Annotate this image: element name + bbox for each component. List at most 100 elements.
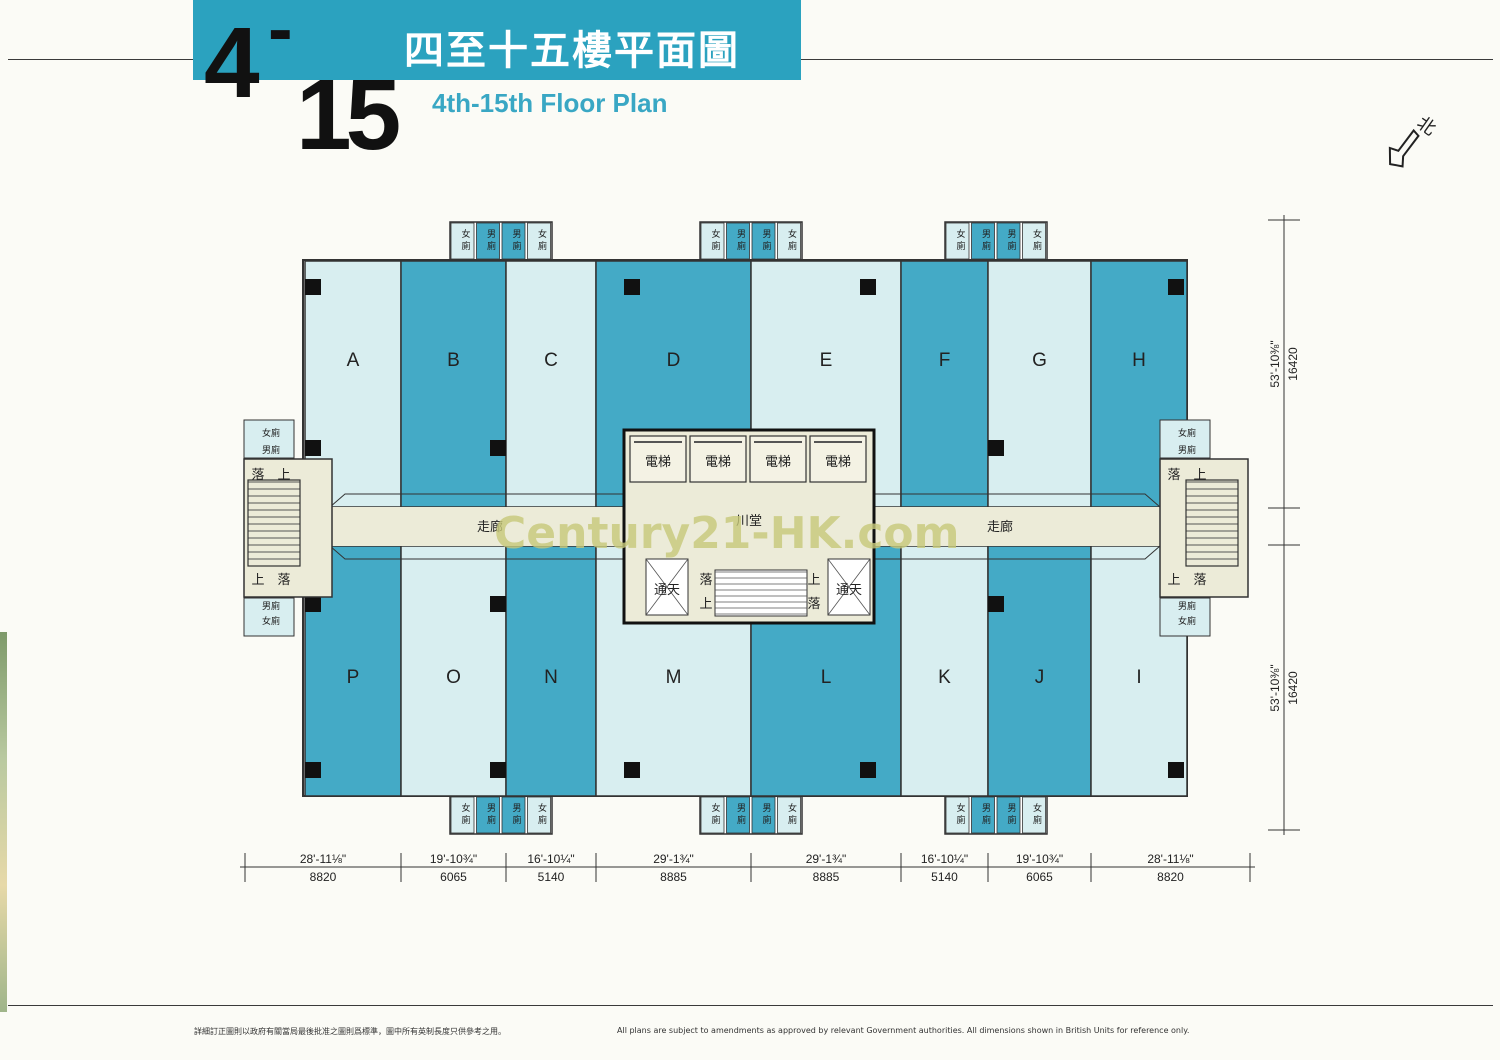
core-stair-down-label: 落 — [807, 597, 820, 612]
dimension-metric: 6065 — [1026, 870, 1053, 884]
side-toilet-upper-left — [243, 419, 295, 459]
toilet-label: 廁 — [956, 240, 965, 252]
light-well-cross — [827, 558, 871, 616]
dimension-imperial: 29'-1¾" — [806, 852, 847, 866]
dimension-metric: 8820 — [310, 870, 337, 884]
lift-label: 電梯 — [765, 455, 791, 470]
toilet-label: 女 — [956, 228, 965, 240]
north-arrow-icon — [1388, 128, 1420, 168]
lift-label: 電梯 — [825, 455, 851, 470]
lift-car — [689, 435, 747, 483]
unit-label-d: D — [667, 350, 681, 371]
toilet-label: 男 — [762, 803, 771, 814]
dimension-metric: 16420 — [1286, 347, 1300, 381]
side-toilet-male-label: 男廁 — [262, 600, 280, 612]
toilet-stall — [450, 222, 475, 260]
structural-column — [624, 762, 640, 778]
toilet-label: 廁 — [512, 240, 521, 252]
light-well-cross — [645, 558, 689, 616]
light-well-label: 通天 — [836, 583, 862, 598]
side-toilet-lower-right — [1159, 597, 1211, 637]
unit-label-e: E — [820, 350, 833, 371]
toilet-label: 男 — [737, 803, 746, 814]
header-rule-right — [801, 59, 1493, 60]
stair-down-label: 落 — [251, 468, 264, 483]
toilet-stall — [1022, 222, 1046, 260]
toilet-stall — [971, 796, 995, 834]
dimension-metric: 5140 — [538, 870, 565, 884]
toilet-stall — [996, 222, 1021, 260]
dimension-metric: 8885 — [813, 870, 840, 884]
toilet-label: 廁 — [982, 814, 991, 826]
toilet-label: 廁 — [737, 814, 746, 826]
side-toilet-male-label: 男廁 — [262, 444, 280, 456]
toilet-label: 廁 — [762, 240, 771, 252]
stair-frame — [247, 479, 301, 567]
lift-car — [629, 435, 687, 483]
units: APBOCNDMELFKGJHI走廊走廊落上上落女廁男廁男廁女廁落上上落女廁男廁… — [243, 259, 1249, 797]
toilet-label: 廁 — [538, 814, 547, 826]
toilet-label: 男 — [1007, 229, 1016, 240]
side-toilet-female-label: 女廁 — [262, 427, 280, 439]
toilet-stall — [726, 222, 750, 260]
toilet-label: 女 — [956, 802, 965, 814]
toilet-stall — [777, 222, 801, 260]
dimension-metric: 8885 — [660, 870, 687, 884]
unit-label-c: C — [544, 350, 558, 371]
unit-label-p: P — [347, 667, 360, 688]
structural-column — [860, 762, 876, 778]
lift-label: 電梯 — [645, 455, 671, 470]
lobby-label: 川堂 — [736, 514, 762, 529]
unit-label-o: O — [446, 667, 461, 688]
side-toilet-male-label: 男廁 — [1178, 444, 1196, 456]
toilet-label: 廁 — [487, 814, 496, 826]
footer-rule — [8, 1005, 1493, 1006]
dimension-imperial: 29'-1¾" — [653, 852, 694, 866]
toilet-label: 廁 — [461, 814, 470, 826]
toilet-label: 男 — [487, 229, 496, 240]
toilet-label: 女 — [461, 802, 470, 814]
toilet-stall — [527, 222, 551, 260]
corridor-label-right: 走廊 — [987, 519, 1013, 535]
toilet-label: 男 — [982, 803, 991, 814]
toilet-label: 廁 — [461, 240, 470, 252]
dimension-imperial: 28'-11⅛" — [1147, 852, 1193, 866]
floor-plan: 女廁男廁男廁女廁女廁男廁男廁女廁女廁男廁男廁女廁女廁男廁男廁女廁女廁男廁男廁女廁… — [240, 215, 1300, 884]
core-stair-up-label: 上 — [699, 597, 712, 612]
toilet-stall — [996, 796, 1021, 834]
dimension-imperial: 53'-10⅜" — [1268, 340, 1282, 387]
toilet-stall — [945, 796, 970, 834]
toilet-stall — [751, 796, 776, 834]
unit-f — [900, 260, 989, 508]
toilet-label: 廁 — [512, 814, 521, 826]
dimension-metric: 8820 — [1157, 870, 1184, 884]
title-cn: 四至十五樓平面圖 — [404, 28, 740, 74]
side-toilet-female-label: 女廁 — [1178, 615, 1196, 627]
unit-label-j: J — [1035, 667, 1045, 688]
stair-down-label: 落 — [1167, 468, 1180, 483]
stair-up-label: 上 — [251, 573, 264, 588]
toilet-label: 廁 — [538, 240, 547, 252]
core-stair-up-label: 上 — [807, 573, 820, 588]
structural-column — [988, 440, 1004, 456]
side-toilet-upper-right — [1159, 419, 1211, 459]
toilet-stall — [476, 222, 500, 260]
toilet-stall — [501, 796, 526, 834]
dimension-metric: 16420 — [1286, 671, 1300, 705]
toilet-label: 女 — [788, 228, 797, 240]
unit-label-h: H — [1132, 350, 1146, 371]
stair-frame — [1185, 479, 1239, 567]
structural-column — [305, 596, 321, 612]
unit-label-b: B — [447, 350, 460, 371]
structural-column — [1168, 279, 1184, 295]
toilet-label: 女 — [711, 802, 720, 814]
dimension-imperial: 28'-11⅛" — [300, 852, 346, 866]
photo-strip — [0, 632, 7, 1012]
unit-label-a: A — [347, 350, 360, 371]
core-stair-down-label: 落 — [699, 573, 712, 588]
toilet-label: 男 — [737, 229, 746, 240]
stair-up-label: 上 — [277, 468, 290, 483]
toilet-label: 男 — [512, 803, 521, 814]
unit-label-l: L — [821, 667, 832, 688]
title-band — [193, 0, 801, 80]
